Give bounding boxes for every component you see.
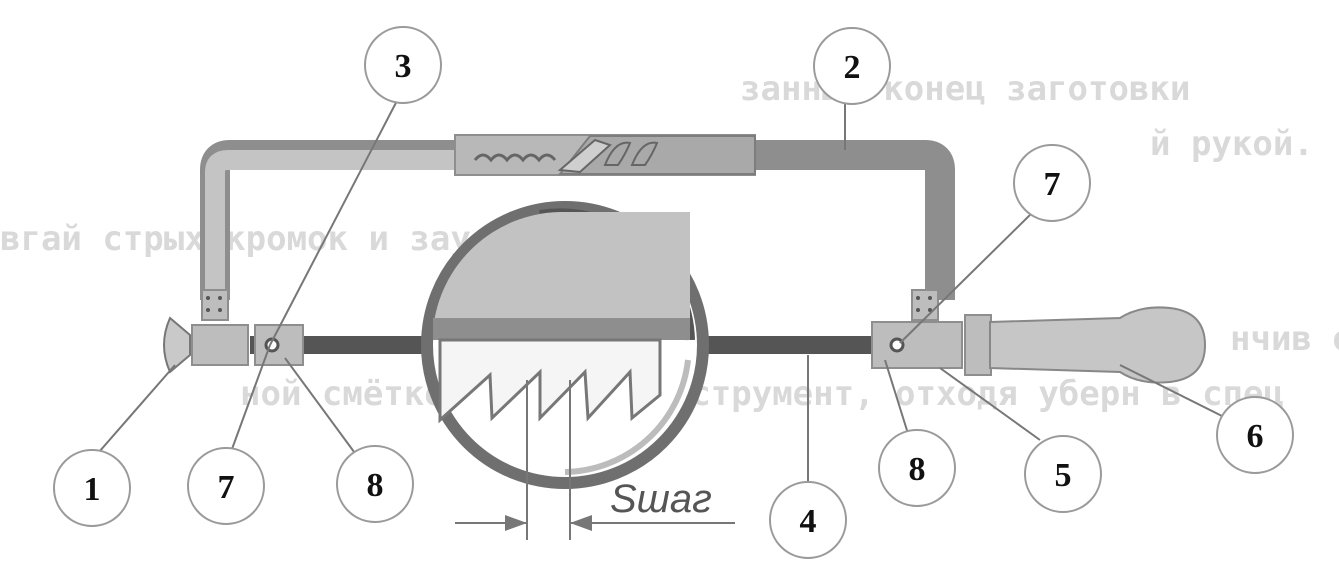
saw-frame — [200, 134, 955, 321]
wing-nut — [163, 316, 249, 374]
callout-4: 4 — [769, 481, 847, 559]
pitch-label: Sшаг — [610, 477, 712, 521]
right-frame-end — [911, 289, 939, 321]
callout-1: 1 — [53, 449, 131, 527]
callout-4-label: 4 — [800, 503, 817, 540]
callout-6-label: 6 — [1247, 418, 1264, 455]
callout-7-right: 7 — [1013, 144, 1091, 222]
callout-7-right-label: 7 — [1044, 166, 1061, 203]
callout-8-left-label: 8 — [367, 467, 384, 504]
bg-text-line-3: вгай стрых кромок и заус — [0, 219, 491, 259]
left-frame-end — [201, 289, 229, 321]
left-blade-holder — [254, 324, 304, 366]
callout-5: 5 — [1024, 435, 1102, 513]
background-text: занный конец заготовки й рукой. вгай стр… — [0, 69, 1339, 414]
callout-3: 3 — [364, 26, 442, 104]
callout-8-left: 8 — [336, 445, 414, 523]
pitch-dimension: Sшаг — [455, 477, 735, 531]
bg-text-line-1: занный конец заготовки — [740, 69, 1190, 109]
callout-5-label: 5 — [1055, 457, 1072, 494]
bg-text-line-4: нчив operation ребон — [1230, 319, 1339, 359]
callout-2-label: 2 — [844, 49, 861, 86]
bg-text-line-5: ной смёткой, против инструмент, отходя у… — [240, 374, 1284, 414]
callout-1-label: 1 — [84, 471, 101, 508]
callout-8-right-label: 8 — [909, 451, 926, 488]
callout-7-left: 7 — [187, 447, 265, 525]
saw-handle — [964, 306, 1207, 384]
right-blade-holder — [871, 321, 963, 369]
callout-7-left-label: 7 — [218, 469, 235, 506]
teeth-magnifier — [421, 201, 709, 540]
callout-2: 2 — [813, 27, 891, 105]
bg-text-line-2: й рукой. — [1150, 124, 1314, 164]
callout-8-right: 8 — [878, 429, 956, 507]
callout-6: 6 — [1216, 396, 1294, 474]
callout-3-label: 3 — [395, 48, 412, 85]
